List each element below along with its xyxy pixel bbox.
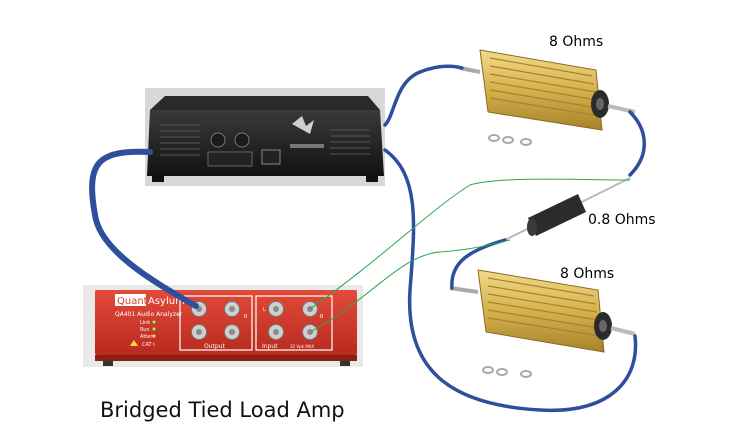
wire-amp-to-top-resistor — [383, 64, 464, 127]
sense-wire-lower — [309, 239, 511, 333]
label-bottom-resistor: 8 Ohms — [560, 266, 615, 282]
label-mid-resistor: 0.8 Ohms — [588, 212, 656, 228]
resistor-8ohm-bottom — [449, 269, 636, 378]
amplifier — [145, 88, 385, 186]
audio-analyzer: Quant Asylum QA401 Audio Analyzer Link R… — [83, 285, 363, 367]
warning-icon — [130, 340, 138, 346]
analyzer-body — [95, 290, 357, 355]
diagram-caption: Bridged Tied Load Amp — [100, 398, 345, 422]
amplifier-logo — [292, 116, 314, 134]
status-atten: Atten — [140, 334, 154, 340]
sense-wires — [309, 178, 631, 333]
cat-label: CAT I — [142, 342, 155, 348]
status-link: Link — [140, 320, 150, 326]
washers — [482, 366, 532, 378]
amplifier-knob — [234, 132, 250, 148]
speaker-wires — [89, 64, 646, 413]
input-ch-r: R — [320, 314, 324, 320]
output-panel — [179, 295, 253, 351]
amplifier-knob — [210, 132, 226, 148]
input-label: Input — [262, 343, 278, 350]
output-ch-r: R — [244, 314, 248, 320]
analyzer-brand-right: Asylum — [148, 296, 185, 307]
sense-wire-upper — [309, 178, 631, 310]
power-switch — [261, 149, 281, 165]
label-top-resistor: 8 Ohms — [549, 34, 604, 50]
wire-amp-to-bottom-resistor — [383, 148, 638, 413]
output-connectors — [191, 301, 240, 340]
led-run — [152, 327, 156, 331]
wire-top-resistor-to-mid — [628, 110, 646, 177]
analyzer-brand-left: Quant — [117, 296, 148, 307]
analyzer-model: QA401 Audio Analyzer — [115, 311, 183, 318]
input-max-label: 32 Vpk MAX — [290, 344, 314, 349]
led-link — [152, 320, 156, 324]
output-label: Output — [204, 343, 225, 350]
status-run: Run — [140, 327, 150, 333]
amplifier-chassis — [147, 110, 384, 176]
wire-amp-to-analyzer — [89, 148, 199, 309]
resistor-0p8ohm — [504, 177, 631, 241]
input-panel — [255, 295, 333, 351]
washers — [488, 134, 532, 146]
wire-mid-to-bottom-resistor — [450, 238, 507, 290]
led-atten — [152, 334, 156, 338]
resistor-8ohm-top — [459, 49, 636, 146]
input-ch-l: L — [263, 307, 266, 313]
